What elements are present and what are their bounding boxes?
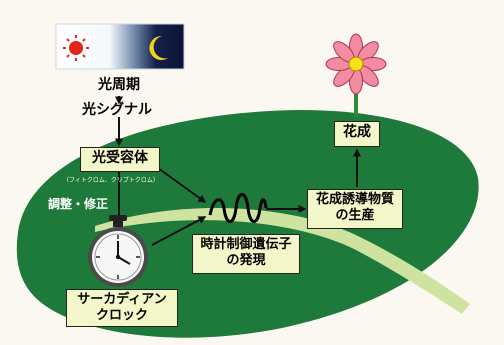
moon-icon	[149, 35, 168, 60]
clock-gene-line2: の発現	[226, 253, 266, 269]
inducer-line1: 花成誘導物質	[315, 192, 394, 207]
photoperiod-label: 光周期	[98, 77, 140, 93]
circadian-clock-box: サーカディアン クロック	[66, 289, 178, 327]
circadian-line2: クロック	[95, 308, 148, 324]
flowering-box: 花成	[334, 121, 380, 147]
photoreceptor-note: （フィトクロム、クリプトクロム）	[63, 177, 159, 184]
clock-gene-line1: 時計制御遺伝子	[200, 237, 292, 252]
inducer-line2: の生産	[335, 208, 375, 224]
arrow-clock-to-wave	[151, 216, 207, 246]
clock-gene-box: 時計制御遺伝子 の発現	[192, 234, 300, 274]
sun-icon	[63, 35, 89, 61]
inducer-box: 花成誘導物質 の生産	[307, 189, 403, 229]
photoreceptor-box: 光受容体	[80, 147, 160, 172]
wave-symbol	[208, 193, 268, 223]
flower-icon	[325, 33, 387, 117]
circadian-line1: サーカディアン	[77, 292, 167, 307]
adjust-label: 調整・修正	[48, 197, 109, 211]
leaf-vein	[95, 208, 470, 314]
stopwatch-icon	[88, 215, 148, 287]
photoperiod-panel	[55, 23, 185, 70]
light-signal-label: 光シグナル	[82, 102, 152, 118]
arrow-receptor-to-wave	[157, 167, 207, 203]
